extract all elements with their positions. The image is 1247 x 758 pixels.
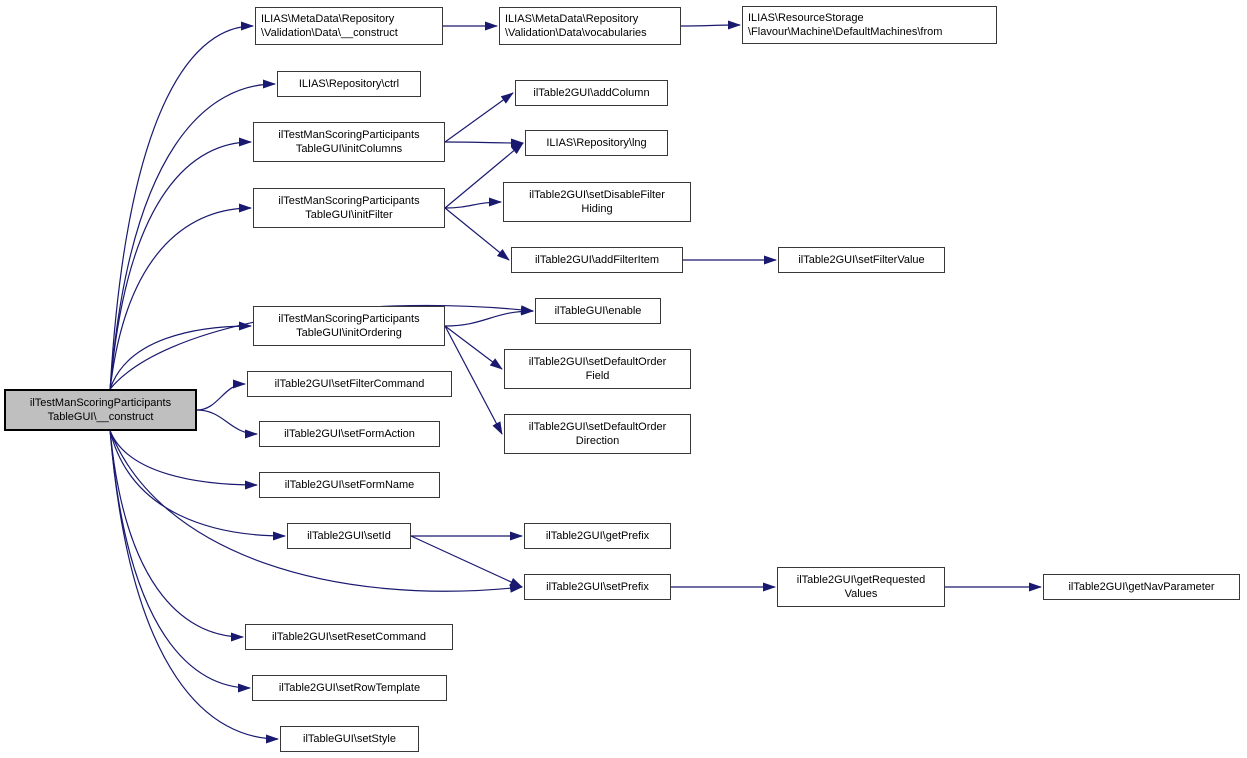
node-label-line: ilTestManScoringParticipants — [278, 313, 420, 325]
node-label-line: Hiding — [581, 203, 613, 215]
edge-vocabularies-to-default-machines-from — [680, 20, 741, 30]
node-add-column[interactable]: ilTable2GUI\addColumn — [515, 80, 668, 106]
node-repository-ctrl[interactable]: ILIAS\Repository\ctrl — [277, 71, 421, 97]
node-md-construct[interactable]: ILIAS\MetaData\Repository \Validation\Dat… — [255, 7, 443, 45]
node-label-line: Values — [844, 588, 878, 600]
edge-construct-to-set-form-name — [109, 430, 258, 490]
node-label-line: \Validation\Data\__construct — [261, 27, 398, 39]
node-label-line: ILIAS\Repository\ctrl — [298, 78, 400, 90]
node-set-filter-value[interactable]: ilTable2GUI\setFilterValue — [778, 247, 945, 273]
node-label-line: ilTable2GUI\addColumn — [533, 87, 650, 99]
node-label-line: ilTable2GUI\setRowTemplate — [278, 682, 421, 694]
node-label-line: TableGUI\initFilter — [305, 209, 393, 221]
node-set-style[interactable]: ilTableGUI\setStyle — [280, 726, 419, 752]
node-label-line: ilTable2GUI\setPrefix — [546, 581, 649, 593]
node-label-line: TableGUI\initOrdering — [296, 327, 402, 339]
edge-init-filter-to-add-filter-item — [444, 207, 510, 261]
node-label-line: ilTable2GUI\setFilterCommand — [274, 378, 425, 390]
node-set-prefix[interactable]: ilTable2GUI\setPrefix — [524, 574, 671, 600]
node-label-line: ilTable2GUI\getNavParameter — [1068, 581, 1215, 593]
edge-init-ordering-to-set-default-order-direction — [444, 325, 503, 435]
edge-construct-to-set-prefix — [109, 430, 523, 593]
node-label-line: ilTable2GUI\setDefaultOrder — [528, 421, 667, 433]
edge-construct-to-repository-ctrl — [109, 79, 276, 390]
node-label-line: ilTable2GUI\getRequested — [796, 574, 926, 586]
node-label-line: ILIAS\MetaData\Repository — [505, 13, 639, 25]
node-label-line: ilTable2GUI\setId — [307, 530, 391, 542]
node-label-line: ILIAS\ResourceStorage — [748, 12, 864, 24]
node-enable[interactable]: ilTableGUI\enable — [535, 298, 661, 324]
node-label-line: Field — [585, 370, 610, 382]
node-label-line: ilTestManScoringParticipants — [278, 129, 420, 141]
node-label-line: ilTestManScoringParticipants — [29, 397, 172, 409]
edge-construct-to-init-filter — [109, 203, 252, 390]
node-label-line: ilTable2GUI\setFilterValue — [798, 254, 925, 266]
edge-init-columns-to-repository-lng — [444, 138, 524, 148]
node-get-prefix[interactable]: ilTable2GUI\getPrefix — [524, 523, 671, 549]
edge-construct-to-set-filter-command — [196, 379, 246, 411]
node-label-line: ilTable2GUI\setResetCommand — [271, 631, 427, 643]
edge-init-ordering-to-enable — [444, 306, 534, 327]
node-label-line: \Validation\Data\vocabularies — [505, 27, 647, 39]
node-label-line: ilTable2GUI\setFormName — [284, 479, 415, 491]
node-set-id[interactable]: ilTable2GUI\setId — [287, 523, 411, 549]
node-set-form-name[interactable]: ilTable2GUI\setFormName — [259, 472, 440, 498]
edge-init-filter-to-repository-lng — [444, 142, 524, 209]
node-set-filter-command[interactable]: ilTable2GUI\setFilterCommand — [247, 371, 452, 397]
edge-construct-to-set-style — [109, 430, 279, 744]
node-vocabularies[interactable]: ILIAS\MetaData\Repository \Validation\Dat… — [499, 7, 681, 45]
edge-construct-to-set-id — [109, 430, 286, 541]
node-label-line: \Flavour\Machine\DefaultMachines\from — [748, 26, 943, 38]
node-label-line: TableGUI\__construct — [47, 411, 154, 423]
node-label-line: ilTestManScoringParticipants — [278, 195, 420, 207]
edge-construct-to-set-reset-command — [109, 430, 244, 642]
node-add-filter-item[interactable]: ilTable2GUI\addFilterItem — [511, 247, 683, 273]
node-get-nav-parameter[interactable]: ilTable2GUI\getNavParameter — [1043, 574, 1240, 600]
node-set-reset-command[interactable]: ilTable2GUI\setResetCommand — [245, 624, 453, 650]
edge-construct-to-set-form-action — [196, 409, 258, 439]
node-label-line: ilTable2GUI\addFilterItem — [534, 254, 660, 266]
edge-construct-to-set-row-template — [109, 430, 251, 693]
edge-construct-to-md-construct — [109, 21, 254, 390]
edge-init-ordering-to-set-default-order-field — [444, 325, 503, 370]
node-label-line: ilTableGUI\enable — [554, 305, 642, 317]
node-default-machines-from[interactable]: ILIAS\ResourceStorage \Flavour\Machine\De… — [742, 6, 997, 44]
node-label-line: TableGUI\initColumns — [295, 143, 403, 155]
node-label-line: ilTableGUI\setStyle — [303, 733, 396, 745]
edge-init-filter-to-set-disable-filter-hiding — [444, 197, 502, 209]
edge-init-columns-to-add-column — [444, 92, 514, 143]
node-label-line: ilTable2GUI\setFormAction — [284, 428, 415, 440]
edge-set-id-to-set-prefix — [410, 535, 523, 588]
node-label-line: Direction — [575, 435, 620, 447]
node-label-line: ilTable2GUI\setDefaultOrder — [528, 356, 667, 368]
node-repository-lng[interactable]: ILIAS\Repository\lng — [525, 130, 668, 156]
node-set-row-template[interactable]: ilTable2GUI\setRowTemplate — [252, 675, 447, 701]
node-label-line: ilTable2GUI\setDisableFilter — [529, 189, 665, 201]
node-label-line: ILIAS\Repository\lng — [546, 137, 647, 149]
node-label-line: ILIAS\MetaData\Repository — [261, 13, 395, 25]
node-set-form-action[interactable]: ilTable2GUI\setFormAction — [259, 421, 440, 447]
edge-construct-to-init-columns — [109, 137, 252, 390]
edge-construct-to-init-ordering — [109, 321, 252, 390]
node-label-line: ilTable2GUI\getPrefix — [545, 530, 650, 542]
